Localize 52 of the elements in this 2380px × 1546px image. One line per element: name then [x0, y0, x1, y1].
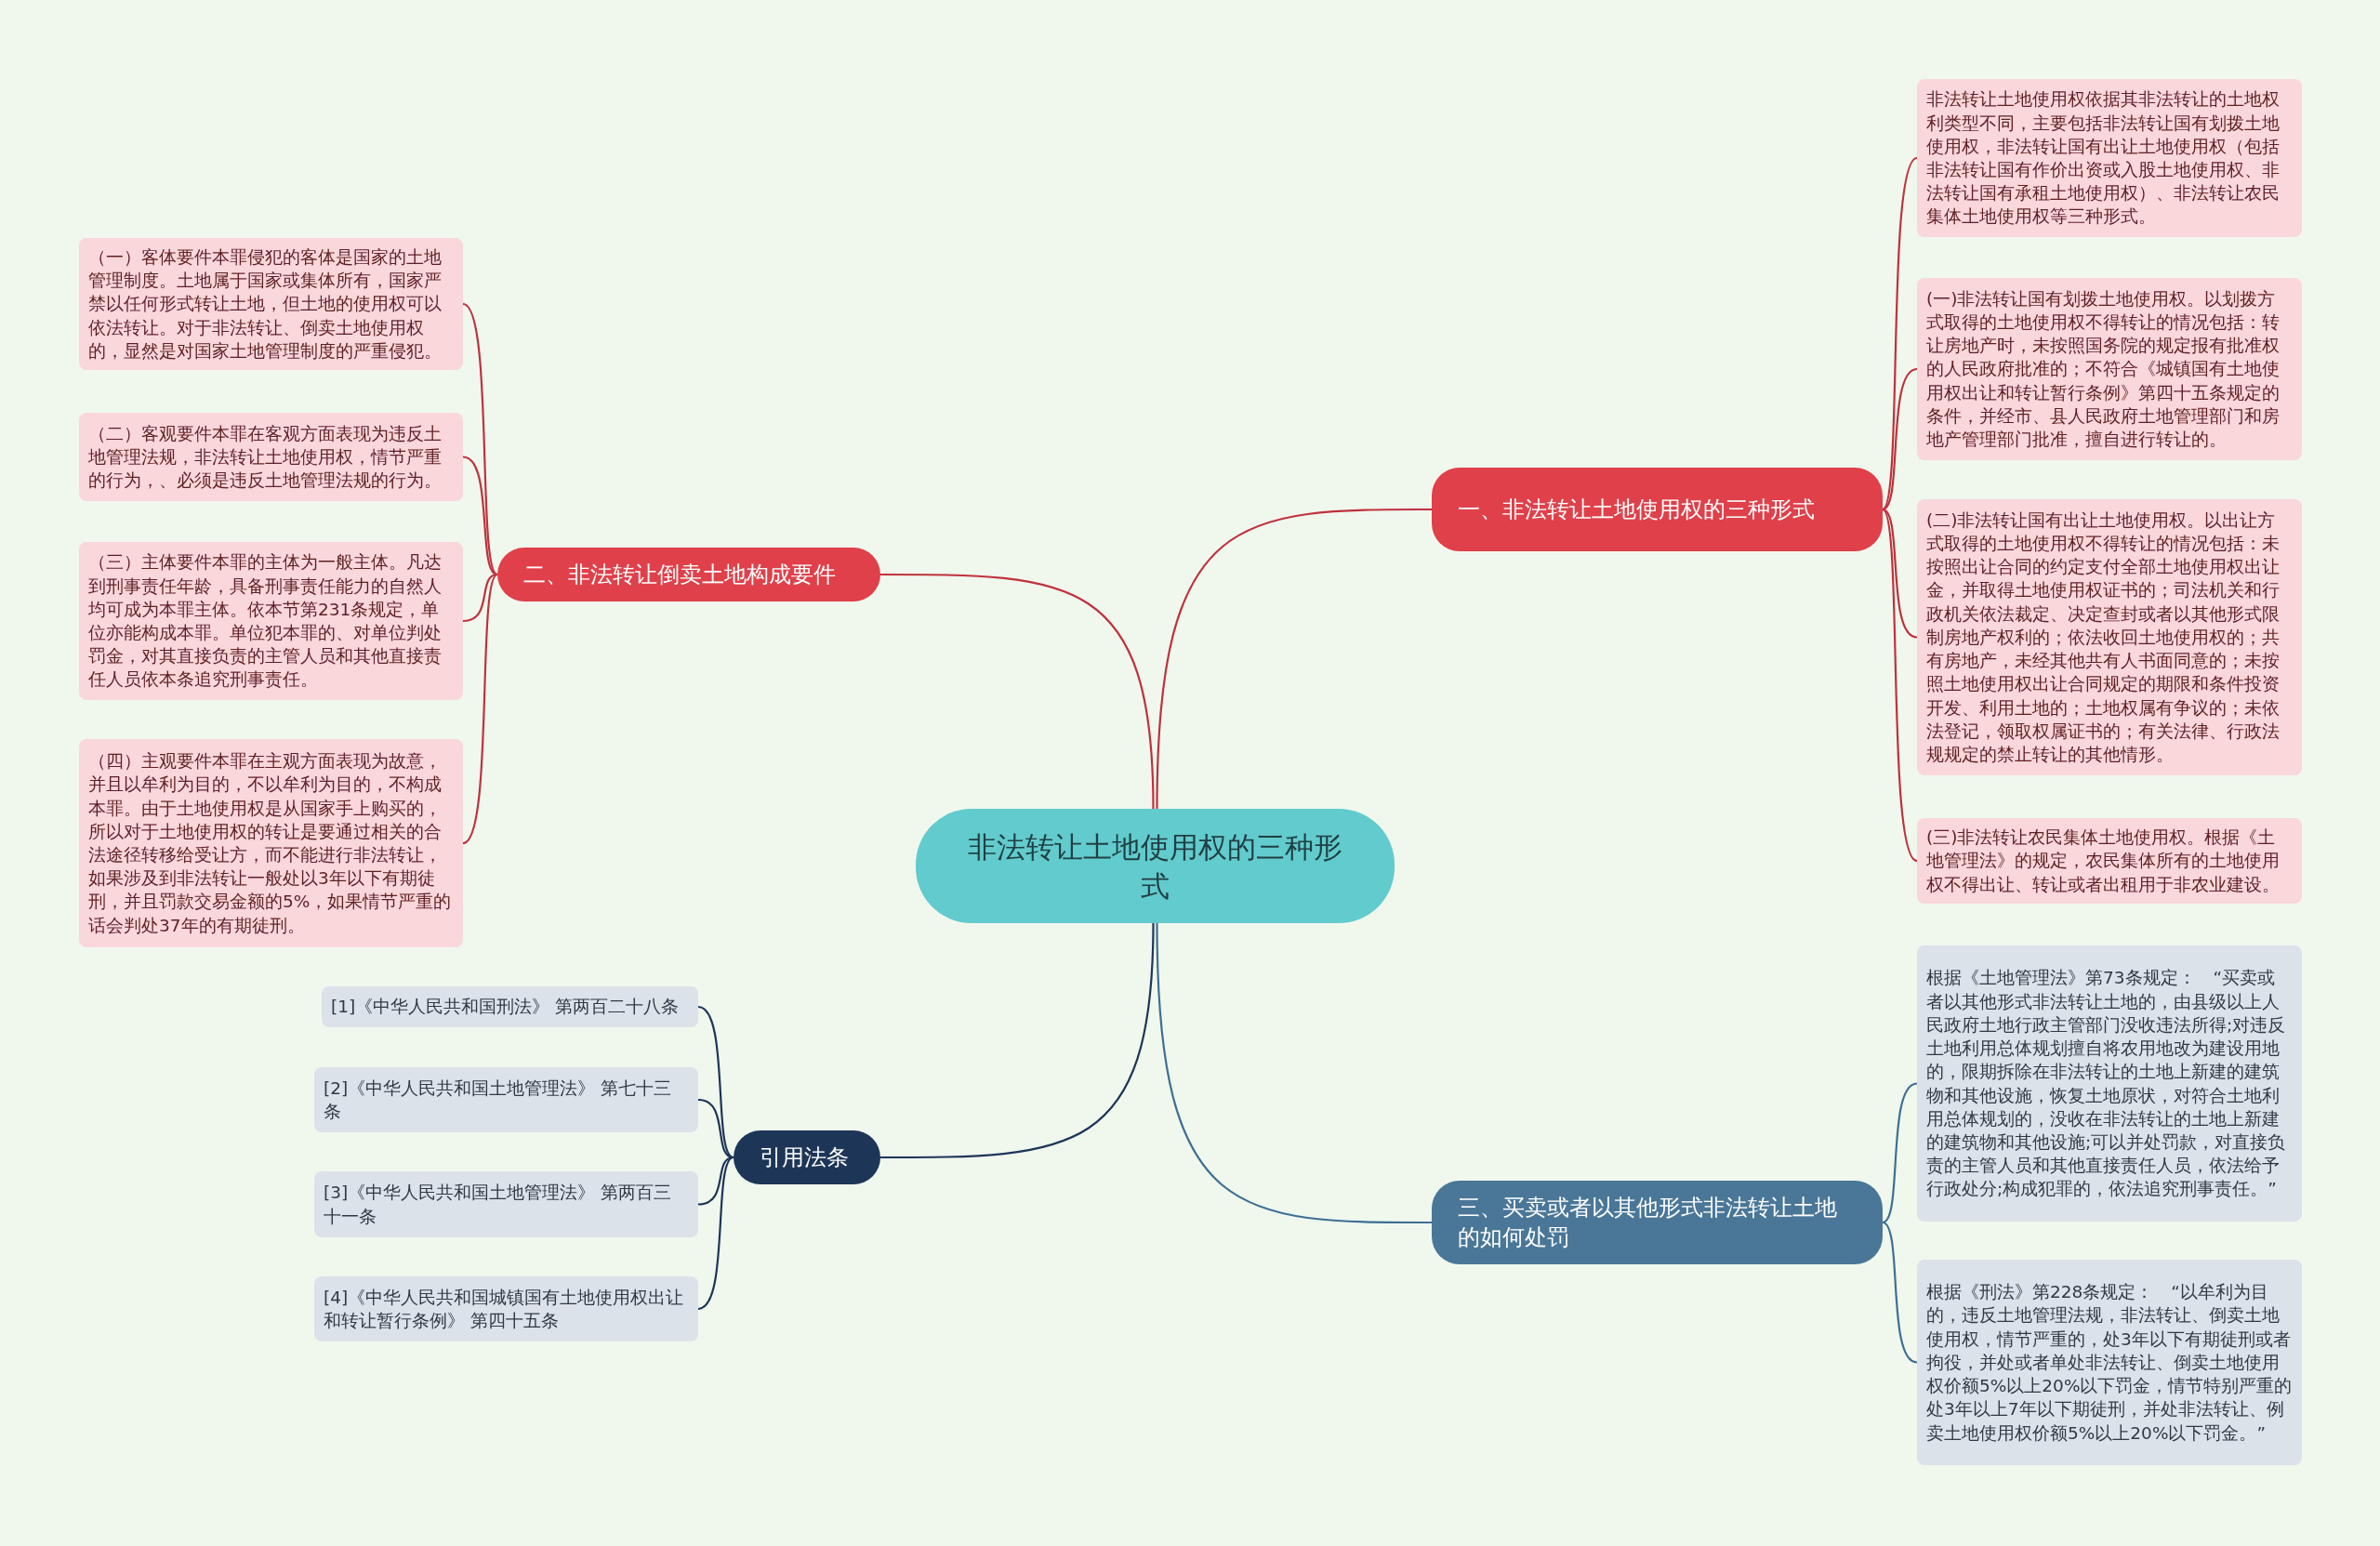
note-card: [79, 238, 463, 370]
note-card: [314, 1067, 698, 1132]
branch-topic: [1432, 1181, 1883, 1264]
connector-line: [1882, 1222, 1918, 1364]
topic-text: [2]《中华人民共和国土地管理法》 第七十三条: [324, 1077, 673, 1123]
topic-text: (二)非法转让国有出让土地使用权。以出让方式取得的土地使用权不得转让的情况包括：未按照出让合同的约定支付全部土地使用权出让金，并取得土地使用权证书的；司法机关和行政机关依法裁定、决定查封或者以其他形式限制房地产权利的；依法收回土地使用权的；共有房地产，未经其他共有人书面同意的；未按照土地使用权出让合同规定的期限和条件投资开发、利用土地的；土地权属有争议的；未依法登记，领取权属证书的；有关法律、行政法规规定的禁止转让的其他情形。: [1926, 509, 2281, 766]
note-card: [1917, 278, 2302, 460]
topic-text: (一)非法转让国有划拨土地使用权。以划拨方式取得的土地使用权不得转让的情况包括：转让房地产时，未按照国务院的规定报有批准权的人民政府批准的；不符合《城镇国有土地使用权出让和转让暂行条例》第四十五条规定的条件，并经市、县人民政府土地管理部门和房地产管理部门批准，擅自进行转让的。: [1926, 287, 2281, 451]
topic-text: 非法转让土地使用权依据其非法转让的土地权利类型不同，主要包括非法转让国有划拨土地使用权，非法转让国有出让土地使用权（包括非法转让国有作价出资或入股土地使用权、非法转让国有承租土地使用权）、非法转让农民集体土地使用权等三种形式。: [1926, 88, 2281, 229]
note-card: [314, 1276, 698, 1341]
note-card: [1917, 1260, 2302, 1465]
topic-text: 非法转让土地使用权的三种形式: [967, 828, 1343, 905]
connector-line: [462, 574, 498, 844]
topic-text: （三）主体要件本罪的主体为一般主体。凡达到刑事责任年龄，具备刑事责任能力的自然人均可成为本罪主体。依本节第231条规定，单位亦能构成本罪。单位犯本罪的、对单位判处罚金，对其直接负责的主管人员和其他直接责任人员依本条追究刑事责任。: [88, 551, 443, 692]
topic-text: （一）客体要件本罪侵犯的客体是国家的土地管理制度。土地属于国家或集体所有，国家严禁以任何形式转让土地，但土地的使用权可以依法转让。对于非法转让、倒卖土地使用权的，显然是对国家土地管理制度的严重侵犯。: [88, 246, 443, 363]
topic-text: （二）客观要件本罪在客观方面表现为违反土地管理法规，非法转让土地使用权，情节严重的行为，、必须是违反土地管理法规的行为。: [88, 422, 443, 493]
note-card: [314, 1171, 698, 1237]
connector-line: [1882, 1082, 1918, 1223]
connector-line: [880, 922, 1155, 1159]
topic-text: 三、买卖或者以其他形式非法转让土地的如何处罚: [1458, 1194, 1838, 1252]
note-card: [79, 542, 463, 700]
topic-text: 一、非法转让土地使用权的三种形式: [1458, 496, 1815, 524]
connector-line: [1882, 509, 1918, 639]
note-card: [79, 413, 463, 501]
branch-topic: [734, 1130, 880, 1184]
connector-line: [1882, 157, 1918, 510]
topic-text: [3]《中华人民共和国土地管理法》 第两百三十一条: [324, 1182, 673, 1228]
connector-line: [697, 1156, 734, 1206]
note-card: [1917, 818, 2302, 904]
note-card: [1917, 945, 2302, 1222]
topic-text: 根据《刑法》第228条规定： “以牟利为目的，违反土地管理法规，非法转让、倒卖土地使用权，情节严重的，处3年以下有期徒刑或者拘役，并处或者单处非法转让、倒卖土地使用权价额5%以上20%以下罚金，情节特别严重的处3年以上7年以下期徒刑，并处非法转让、例卖土地使用权价额5%以上20%以下罚金。”: [1926, 1281, 2293, 1445]
topic-text: 根据《土地管理法》第73条规定： “买卖或者以其他形式非法转让土地的，由县级以上人民政府土地行政主管部门没收违法所得;对违反土地利用总体规划擅自将农用地改为建设用地的，限期拆除在非法转让的土地上新建的建筑物和其他设施，恢复土地原状，对符合土地利用总体规划的，没收在非法转让的土地上新建的建筑物和其他设施;可以并处罚款，对直接负责的主管人员和其他直接责任人员，依法给予行政处分;构成犯罪的，依法追究刑事责任。”: [1926, 967, 2287, 1201]
connector-line: [1882, 509, 1918, 862]
topic-text: 二、非法转让倒卖土地构成要件: [523, 561, 836, 589]
note-card: [1917, 79, 2302, 237]
branch-topic: [1432, 468, 1883, 551]
connector-line: [1882, 368, 1918, 510]
connector-line: [462, 573, 498, 623]
branch-topic: [497, 548, 880, 601]
topic-text: （四）主观要件本罪在主观方面表现为故意，并且以牟利为目的，不以牟利为目的，不构成本罪。由于土地使用权是从国家手上购买的，所以对于土地使用权的转让是要通过相关的合法途径转移给受让方，而不能进行非法转让，如果涉及到非法转让一般处以3年以下有期徒刑，并且罚款交易金额的5%，如果情节严重的话会判处37年的有期徒刑。: [88, 750, 453, 937]
topic-text: [4]《中华人民共和国城镇国有土地使用权出让和转让暂行条例》 第四十五条: [324, 1286, 685, 1332]
connector-line: [697, 1156, 734, 1310]
connector-line: [697, 1098, 734, 1159]
topic-text: (三)非法转让农民集体土地使用权。根据《土地管理法》的规定，农民集体所有的土地使用权不得出让、转让或者出租用于非农业建设。: [1926, 826, 2281, 896]
connector-line: [462, 303, 498, 575]
connector-line: [1156, 508, 1432, 810]
connector-line: [1156, 922, 1432, 1224]
connector-line: [880, 573, 1155, 810]
connector-line: [462, 456, 498, 575]
topic-text: 引用法条: [760, 1143, 849, 1172]
topic-text: [1]《中华人民共和国刑法》 第两百二十八条: [331, 996, 680, 1019]
note-card: [322, 986, 698, 1027]
